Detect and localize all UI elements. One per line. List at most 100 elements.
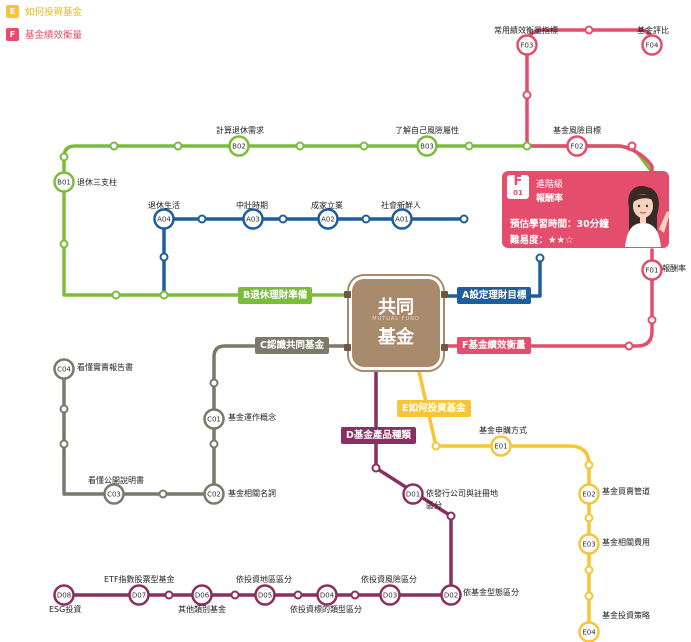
minor-stop: [209, 378, 219, 388]
station-f03[interactable]: F03: [516, 34, 538, 56]
station-b02[interactable]: B02: [228, 135, 250, 157]
station-label-d03: 依投資風險區分: [361, 575, 417, 584]
station-a01[interactable]: A01: [391, 208, 413, 230]
minor-stop: [584, 513, 594, 523]
station-circle: [103, 483, 125, 505]
line-tag-c[interactable]: C認識共同基金: [255, 337, 329, 354]
minor-stop: [159, 252, 169, 262]
station-circle: [316, 584, 338, 606]
card-line-number: 01: [513, 189, 523, 197]
station-b01[interactable]: B01: [53, 171, 75, 193]
station-circle: [128, 584, 150, 606]
station-code: B01: [57, 179, 71, 187]
station-code: F01: [646, 267, 659, 275]
station-d01[interactable]: D01: [402, 483, 424, 505]
station-d03[interactable]: D03: [379, 584, 401, 606]
station-circle: [402, 483, 424, 505]
minor-stop: [350, 590, 360, 600]
legend-badge-e: E: [6, 4, 19, 18]
station-c03[interactable]: C03: [103, 483, 125, 505]
station-a04[interactable]: A04: [153, 208, 175, 230]
station-circle: [490, 435, 512, 457]
station-c04[interactable]: C04: [53, 358, 75, 380]
minor-stop: [159, 290, 169, 300]
card-level: 進階級: [536, 180, 564, 190]
hub-connector: [344, 291, 351, 298]
station-code: D02: [444, 592, 458, 600]
hub-mutual-fund[interactable]: 共同 MUTUAL FUND 基金: [344, 279, 448, 367]
line-tag-a[interactable]: A設定理財目標: [457, 287, 532, 304]
station-d04[interactable]: D04: [316, 584, 338, 606]
station-code: B03: [420, 143, 434, 151]
station-label-e02: 基金買賣管道: [602, 487, 650, 496]
station-circle: [203, 408, 225, 430]
station-d08[interactable]: D08: [53, 584, 75, 606]
station-e02[interactable]: E02: [578, 483, 600, 505]
minor-stop: [584, 25, 594, 35]
line-tag-f[interactable]: F基金績效衡量: [457, 337, 531, 354]
station-circle: [317, 208, 339, 230]
station-circle: [53, 358, 75, 380]
line-tag-b[interactable]: B退休理財準備: [238, 287, 313, 304]
minor-stop: [446, 511, 456, 521]
minor-stop: [59, 239, 69, 249]
station-code: A04: [157, 216, 171, 224]
station-f02[interactable]: F02: [566, 135, 588, 157]
station-code: D01: [406, 491, 420, 499]
station-e01[interactable]: E01: [490, 435, 512, 457]
station-code: C03: [107, 491, 121, 499]
station-d02[interactable]: D02: [440, 584, 462, 606]
station-code: F04: [646, 42, 659, 50]
station-code: D03: [383, 592, 397, 600]
hub-title-1: 共同: [378, 297, 414, 318]
station-circle: [53, 584, 75, 606]
station-circle: [578, 533, 600, 555]
station-code: A03: [246, 216, 260, 224]
station-circle: [641, 259, 663, 281]
station-d07[interactable]: D07: [128, 584, 150, 606]
station-d06[interactable]: D06: [191, 584, 213, 606]
minor-stop: [624, 341, 634, 351]
station-b03[interactable]: B03: [416, 135, 438, 157]
station-c02[interactable]: C02: [203, 483, 225, 505]
minor-stop: [59, 404, 69, 414]
hub-subtitle: MUTUAL FUND: [372, 316, 420, 322]
legend-item-f: F 基金績效衡量: [6, 27, 82, 41]
line-tag-d[interactable]: D基金產品種類: [341, 427, 416, 444]
station-label-d06: 其他類別基金: [178, 605, 226, 614]
station-circle: [641, 34, 663, 56]
station-info-card[interactable]: F 01 進階級 報酬率 預估學習時間：30分鐘 難易度：★★☆: [502, 171, 670, 248]
station-circle: [153, 208, 175, 230]
teacher-illustration: [625, 185, 670, 247]
line-tag-e[interactable]: E如何投資基金: [397, 400, 471, 417]
minor-stop: [59, 439, 69, 449]
station-c01[interactable]: C01: [203, 408, 225, 430]
station-e04[interactable]: E04: [578, 621, 600, 642]
station-f04[interactable]: F04: [641, 34, 663, 56]
minor-stop: [647, 315, 657, 325]
station-e03[interactable]: E03: [578, 533, 600, 555]
station-a02[interactable]: A02: [317, 208, 339, 230]
station-d05[interactable]: D05: [254, 584, 276, 606]
station-label-c03: 看懂公開說明書: [88, 476, 144, 485]
station-label-d08: ESG投資: [49, 605, 82, 614]
station-code: F03: [521, 42, 534, 50]
station-f01[interactable]: F01: [641, 259, 663, 281]
station-code: C04: [57, 366, 71, 374]
station-label-c01: 基金運作概念: [228, 413, 276, 422]
station-label-b03: 了解自己風險屬性: [395, 126, 459, 135]
station-label-a04: 退休生活: [148, 201, 180, 210]
legend-label-f: 基金績效衡量: [25, 30, 83, 41]
minor-stop: [459, 214, 469, 224]
minor-stop: [584, 565, 594, 575]
minor-stop: [197, 214, 207, 224]
station-label-d01: 依發行公司與註冊地區分: [426, 489, 498, 510]
minor-stop: [359, 141, 369, 151]
station-label-e04: 基金投資策略: [602, 611, 650, 620]
station-code: F02: [571, 143, 584, 151]
station-label-a02: 成家立業: [311, 201, 343, 210]
station-a03[interactable]: A03: [242, 208, 264, 230]
station-code: B02: [232, 143, 246, 151]
station-circle: [566, 135, 588, 157]
